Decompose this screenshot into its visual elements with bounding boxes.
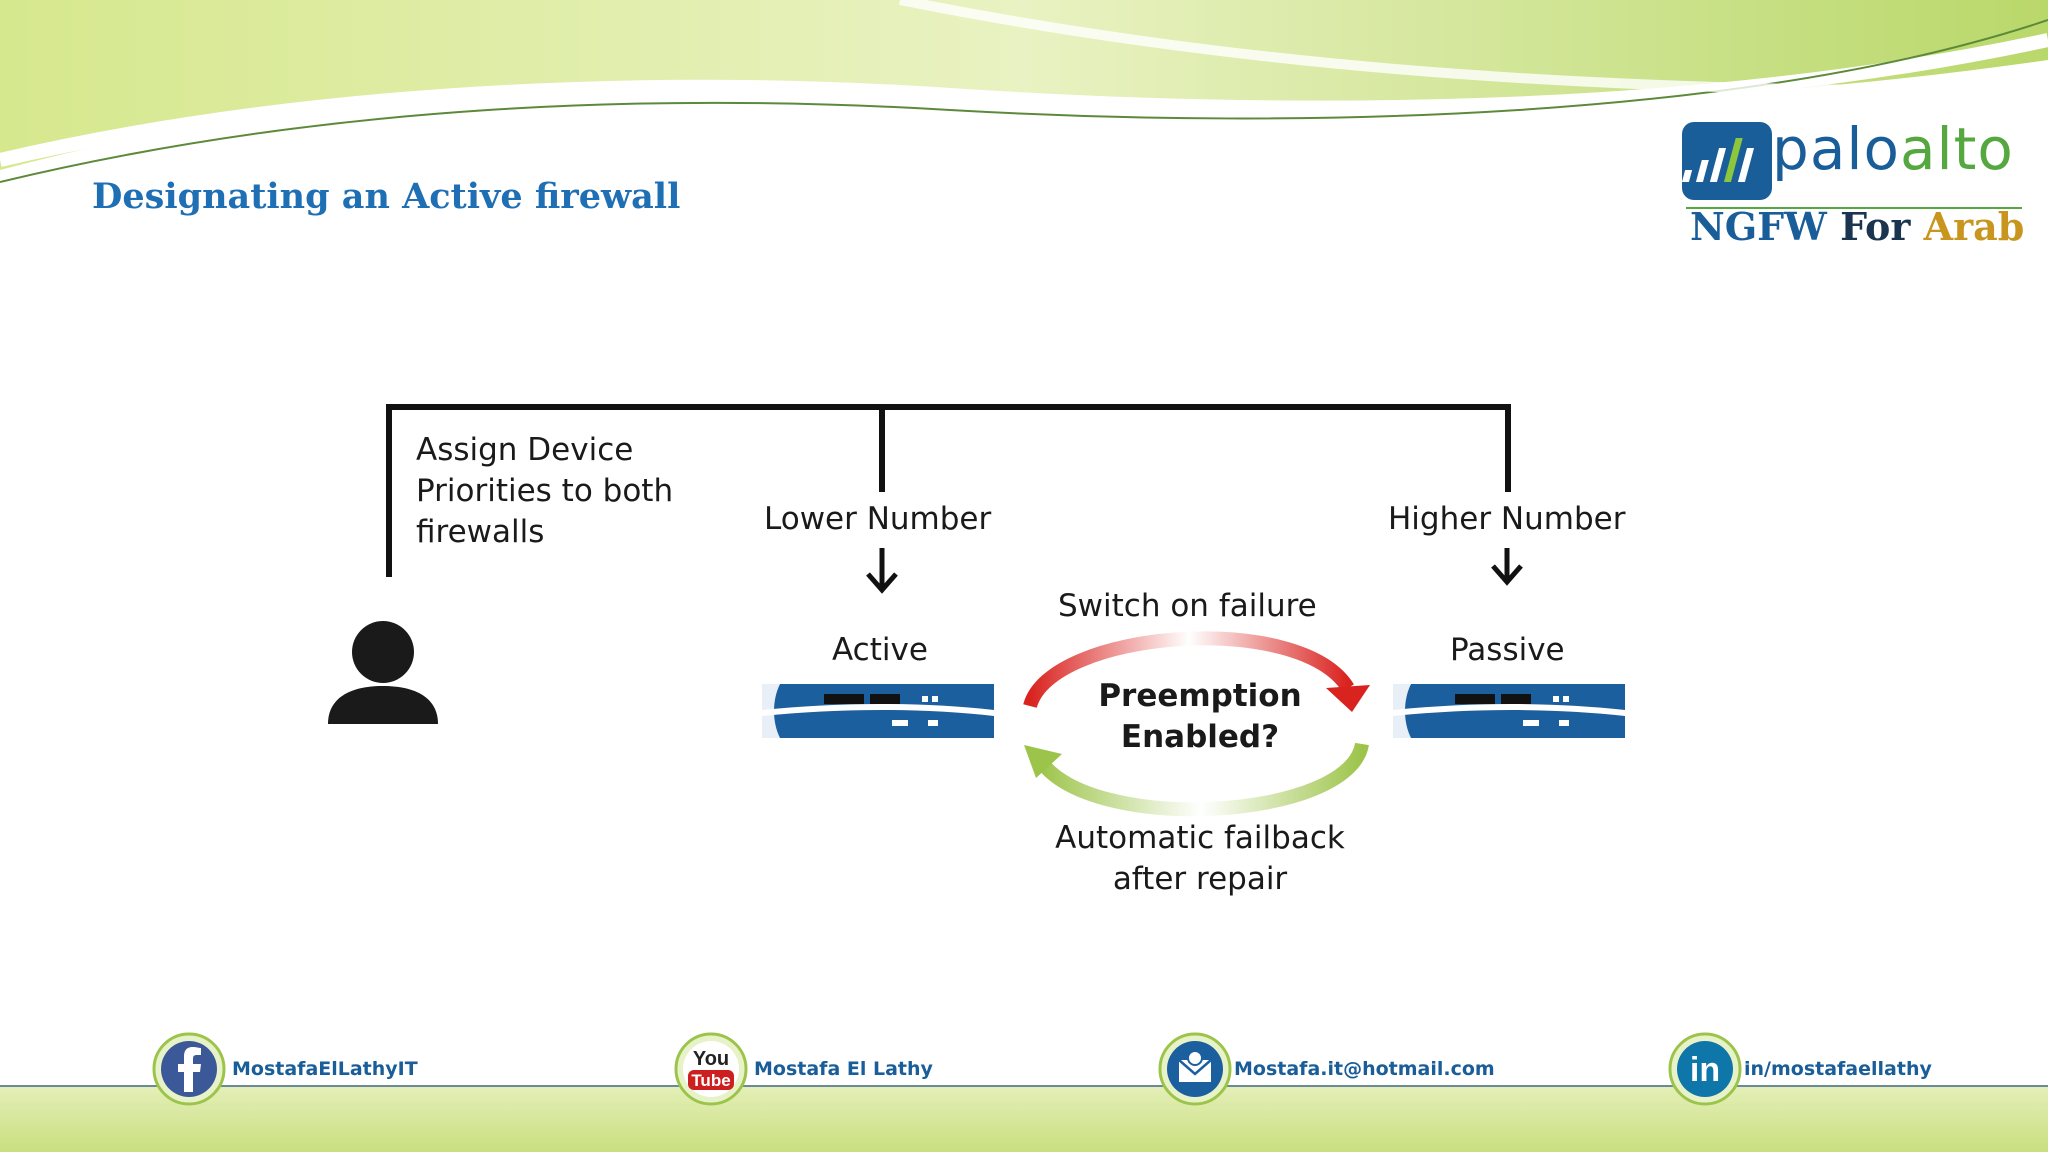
assign-priorities-text: Assign Device Priorities to both firewal…: [416, 432, 674, 550]
automatic-failback-label: Automatic failback after repair: [1055, 820, 1345, 897]
logo-tagline: NGFW For Arab: [1690, 204, 2025, 249]
lower-number-label: Lower Number: [764, 501, 992, 537]
switch-arrow-red: [1023, 631, 1354, 709]
linkedin-label: in/mostafaellathy: [1744, 1058, 1932, 1080]
svg-text:in: in: [1690, 1051, 1720, 1089]
email-label: Mostafa.it@hotmail.com: [1234, 1058, 1495, 1080]
active-firewall-device: [762, 684, 994, 738]
linkedin-icon: in: [1668, 1032, 1742, 1106]
logo-word-palo: palo: [1772, 115, 1900, 183]
priority-bracket-line: [386, 404, 1511, 577]
paloalto-wordmark: paloalto: [1772, 120, 2014, 178]
email-link[interactable]: Mostafa.it@hotmail.com: [1158, 1032, 1495, 1106]
svg-text:Tube: Tube: [691, 1071, 730, 1090]
higher-down-arrow-head: [1491, 564, 1523, 586]
svg-text:You: You: [693, 1048, 729, 1070]
slide-title: Designating an Active firewall: [92, 176, 681, 217]
logo-divider: [1686, 207, 2022, 209]
active-label: Active: [832, 632, 928, 668]
paloalto-logo: [1681, 122, 1772, 200]
paloalto-mark-icon: [1681, 138, 1755, 182]
passive-label: Passive: [1450, 632, 1565, 668]
lower-down-arrow-head: [866, 572, 898, 594]
facebook-icon: [152, 1032, 226, 1106]
youtube-label: Mostafa El Lathy: [754, 1058, 933, 1080]
logo-word-alto: alto: [1899, 115, 2014, 183]
person-icon: [328, 621, 438, 724]
failback-arrow-green: [1034, 742, 1369, 817]
facebook-label: MostafaElLathyIT: [232, 1058, 418, 1080]
switch-arrow-red-head: [1326, 685, 1370, 712]
email-icon: [1158, 1032, 1232, 1106]
linkedin-link[interactable]: in in/mostafaellathy: [1668, 1032, 1932, 1106]
passive-firewall-device: [1393, 684, 1625, 738]
higher-number-label: Higher Number: [1388, 501, 1626, 537]
youtube-link[interactable]: You Tube Mostafa El Lathy: [674, 1032, 933, 1106]
failback-arrow-green-head: [1024, 745, 1062, 778]
preemption-label: Preemption Enabled?: [1098, 678, 1302, 755]
header-swoosh: [0, 0, 2048, 183]
switch-on-failure-label: Switch on failure: [1058, 588, 1317, 624]
facebook-link[interactable]: MostafaElLathyIT: [152, 1032, 418, 1106]
youtube-icon: You Tube: [674, 1032, 748, 1106]
